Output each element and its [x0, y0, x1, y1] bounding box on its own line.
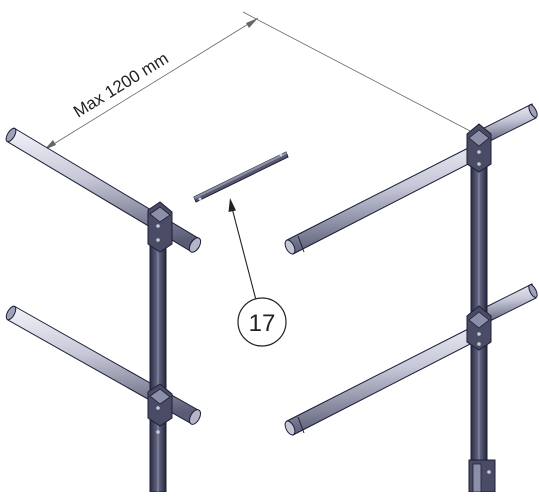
dimension-label: Max 1200 mm — [70, 49, 172, 122]
left-lower-rail — [5, 305, 202, 425]
left-post — [147, 201, 173, 493]
left-upper-rail-end — [188, 237, 202, 253]
left-post-upper-clamp — [147, 201, 173, 253]
left-lower-rail-end — [188, 409, 202, 425]
dimension-line — [43, 17, 259, 151]
left-post-lower-clamp — [147, 383, 173, 434]
left-upper-rail — [5, 127, 202, 253]
right-upper-rail — [284, 143, 481, 255]
right-lower-rail — [284, 324, 481, 436]
dimension-arrow-right — [246, 18, 258, 28]
right-post-base-bracket — [468, 459, 496, 493]
extension-line-right — [242, 11, 473, 133]
right-lower-rail-end — [284, 420, 296, 436]
callout-leader — [228, 198, 257, 301]
callout-bubble: 17 — [237, 297, 287, 347]
right-upper-rail-end — [284, 239, 296, 255]
connector-plate — [193, 151, 289, 203]
dimension-annotation — [12, 11, 473, 151]
right-post-lower-clamp — [466, 305, 492, 351]
callout-number: 17 — [249, 310, 276, 337]
right-post — [466, 123, 496, 493]
right-post-upper-clamp — [466, 123, 492, 173]
